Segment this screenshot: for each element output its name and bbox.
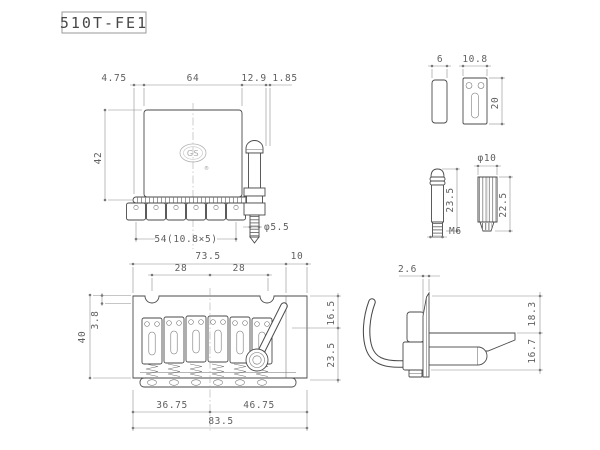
stud-view: 23.5 M6 xyxy=(427,167,462,239)
dim-tip-offset: 1.85 xyxy=(272,73,297,84)
side-view-dimensions: 2.6 18.3 16.7 xyxy=(398,264,543,374)
mount-plate-side xyxy=(431,79,448,124)
side-view: 2.6 18.3 16.7 xyxy=(362,264,543,378)
front-view-dimensions: 73.5 10 28 28 40 3.8 16.5 xyxy=(77,251,341,431)
dim-arm-offset: 12.9 xyxy=(241,73,266,84)
top-view-dimensions: 4.75 64 12.9 1.85 42 54(10.8×5) φ5.5 xyxy=(93,73,297,245)
dim-plate-height: 20 xyxy=(490,97,501,110)
dim-arm-boss: 10 xyxy=(291,251,304,262)
dim-top-offset: 4.75 xyxy=(101,73,126,84)
dim-blade-thickness: 2.6 xyxy=(398,264,417,275)
top-view: GS ® xyxy=(93,73,297,249)
logo-mark: GS xyxy=(187,149,199,158)
part-number-label: 510T-FE1 xyxy=(60,14,148,32)
base-plate-edge xyxy=(132,196,251,204)
dim-side-upper: 18.3 xyxy=(527,301,538,326)
front-view: 73.5 10 28 28 40 3.8 16.5 xyxy=(77,251,341,433)
saddle-row-top xyxy=(126,202,246,221)
intonation-screw-side xyxy=(428,346,479,366)
dim-bushing-height: 22.5 xyxy=(498,192,509,217)
plate-blade-side xyxy=(422,291,430,378)
dim-body-depth: 42 xyxy=(93,152,104,165)
dim-bushing-diameter: φ10 xyxy=(478,153,497,164)
dim-height-total: 40 xyxy=(77,331,88,344)
brand-logo: GS ® xyxy=(179,143,209,172)
dim-side-lower: 16.7 xyxy=(527,338,538,363)
dim-plate-width: 10.8 xyxy=(462,54,487,65)
dim-width-left: 36.75 xyxy=(156,400,188,411)
dim-height-upper: 16.5 xyxy=(326,300,337,325)
dim-height-lower: 23.5 xyxy=(326,342,337,367)
dim-stud-height: 23.5 xyxy=(445,187,456,212)
front-plate-lip xyxy=(139,377,297,388)
dim-stud-thread: M6 xyxy=(449,226,462,237)
dim-width-total: 83.5 xyxy=(208,416,233,427)
dim-pitch-left: 28 xyxy=(175,263,188,274)
registered-mark: ® xyxy=(204,165,209,172)
tremolo-arm-top xyxy=(243,140,266,244)
dim-plate-thickness-front: 3.8 xyxy=(90,311,101,330)
dim-plate-span: 73.5 xyxy=(195,251,220,262)
dim-arm-diameter: φ5.5 xyxy=(264,222,289,233)
dim-pitch-right: 28 xyxy=(233,263,246,274)
dim-plate-thickness: 6 xyxy=(437,54,443,65)
title-block: 510T-FE1 xyxy=(60,11,148,34)
dim-saddle-span: 54(10.8×5) xyxy=(154,234,217,245)
tremolo-arm-front xyxy=(245,302,288,372)
bushing-view: φ10 22.5 xyxy=(474,153,513,233)
dim-body-width: 64 xyxy=(187,73,200,84)
mount-plate-views: 6 10.8 20 xyxy=(428,54,505,126)
dim-width-right: 46.75 xyxy=(243,400,275,411)
mount-plate-face xyxy=(462,77,488,125)
front-plate-outline xyxy=(132,295,308,379)
arm-holder-upper xyxy=(406,311,425,343)
